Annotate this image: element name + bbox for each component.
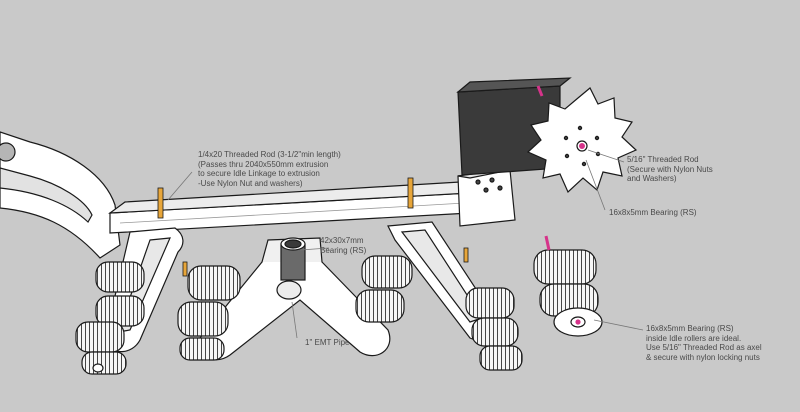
- roller-center-right: [355, 255, 413, 323]
- label-bearing-16x8-top: 16x8x5mm Bearing (RS): [609, 208, 697, 217]
- label-emt-pipe: 1" EMT Pipe: [305, 338, 350, 347]
- label-bearing-16x8-bottom: 16x8x5mm Bearing (RS) inside Idle roller…: [646, 324, 762, 362]
- roller-center-left: [177, 265, 241, 361]
- sprocket: [526, 87, 638, 194]
- roller-detached: [533, 249, 603, 337]
- label-threaded-rod-516: 5/16" Threaded Rod (Secure with Nylon Nu…: [627, 155, 713, 183]
- leader-lines: [167, 149, 644, 339]
- emt-pipe: [280, 237, 306, 281]
- threaded-rods: [157, 177, 469, 277]
- label-threaded-rod-quarter: 1/4x20 Threaded Rod (3-1/2"min length) (…: [198, 150, 341, 188]
- left-bracket: [0, 131, 121, 259]
- idle-rollers: [75, 235, 603, 375]
- roller-axle: [544, 235, 551, 251]
- sprocket-axle: [536, 85, 544, 97]
- label-bearing-42x30: 42x30x7mm Bearing (RS): [320, 236, 367, 255]
- end-block: [457, 169, 516, 227]
- roller-right: [465, 287, 523, 371]
- roller-left-upper: [95, 261, 145, 327]
- roller-left-lower: [75, 321, 127, 375]
